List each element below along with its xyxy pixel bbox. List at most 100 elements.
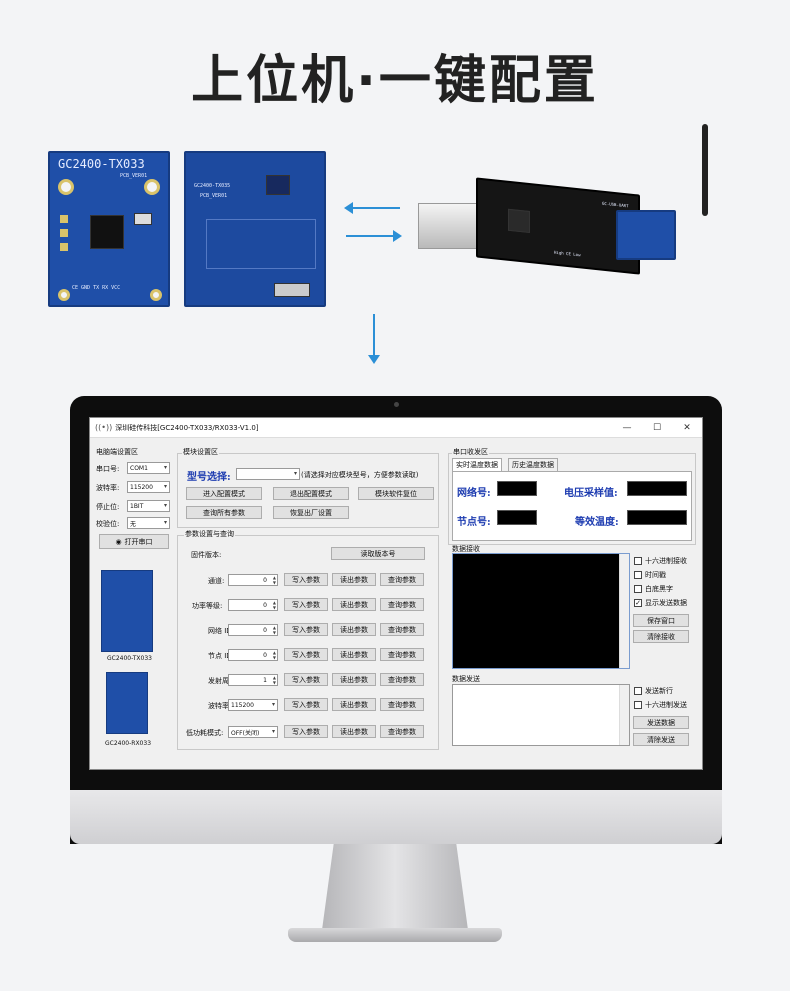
clear-receive-button[interactable]: 清除接收 xyxy=(633,630,689,643)
module1-sub: PCB_VER01 xyxy=(120,173,148,179)
read-param-button[interactable]: 读出参数 xyxy=(332,673,376,686)
show-sent-checkbox[interactable]: ✓显示发送数据 xyxy=(634,598,687,608)
read-version-button[interactable]: 读取版本号 xyxy=(331,547,425,560)
param-spinner[interactable]: 0▲▼ xyxy=(228,649,278,661)
hero-title: 上位机·一键配置 xyxy=(191,51,599,111)
read-param-button[interactable]: 读出参数 xyxy=(332,725,376,738)
close-button[interactable]: ✕ xyxy=(683,422,691,433)
module-board-tx035: GC2400-TX035 PCB_VER01 xyxy=(184,151,326,307)
write-param-button[interactable]: 写入参数 xyxy=(284,598,328,611)
timestamp-checkbox[interactable]: 时间戳 xyxy=(634,570,666,580)
tab-realtime-temp[interactable]: 实时温度数据 xyxy=(452,458,502,471)
baud-value: 115200 xyxy=(130,483,153,491)
parity-value: 无 xyxy=(130,520,137,528)
write-param-button[interactable]: 写入参数 xyxy=(284,648,328,661)
param-value: 0 xyxy=(263,626,267,634)
send-newline-checkbox[interactable]: 发送新行 xyxy=(634,686,673,696)
usb-chip xyxy=(508,208,530,234)
soft-reset-button[interactable]: 模块软件复位 xyxy=(358,487,434,500)
send-area[interactable] xyxy=(452,684,630,746)
checkbox-icon xyxy=(634,571,642,579)
send-button[interactable]: 发送数据 xyxy=(633,716,689,729)
read-param-button[interactable]: 读出参数 xyxy=(332,648,376,661)
title-bar: ((•)) 深圳硅传科技[GC2400-TX033/RX033-V1.0] — … xyxy=(90,418,702,438)
write-param-button[interactable]: 写入参数 xyxy=(284,573,328,586)
query-param-button[interactable]: 查询参数 xyxy=(380,623,424,636)
query-all-button[interactable]: 查询所有参数 xyxy=(186,506,262,519)
mount-hole xyxy=(58,289,70,301)
write-param-button[interactable]: 写入参数 xyxy=(284,673,328,686)
param-spinner[interactable]: 0▲▼ xyxy=(228,624,278,636)
antenna-trace xyxy=(206,219,316,269)
enter-config-button[interactable]: 进入配置模式 xyxy=(186,487,262,500)
parity-select[interactable]: 无▾ xyxy=(127,517,170,529)
chevron-down-icon: ▾ xyxy=(163,483,167,490)
hex-display-label: 十六进制接收 xyxy=(645,557,687,565)
write-param-button[interactable]: 写入参数 xyxy=(284,698,328,711)
clear-send-button[interactable]: 清除发送 xyxy=(633,733,689,746)
pin-pad xyxy=(60,229,68,237)
write-param-button[interactable]: 写入参数 xyxy=(284,725,328,738)
net-value-box xyxy=(497,481,537,496)
query-param-button[interactable]: 查询参数 xyxy=(380,725,424,738)
antenna-icon xyxy=(702,124,708,216)
stopbit-value: 1BIT xyxy=(130,502,144,510)
write-param-button[interactable]: 写入参数 xyxy=(284,623,328,636)
maximize-button[interactable]: ☐ xyxy=(652,422,662,433)
param-value: OFF(关闭) xyxy=(231,729,260,737)
serial-io-group xyxy=(448,453,696,545)
send-newline-label: 发送新行 xyxy=(645,687,673,695)
query-param-button[interactable]: 查询参数 xyxy=(380,698,424,711)
temp-label: 等效温度: xyxy=(575,517,619,528)
query-param-button[interactable]: 查询参数 xyxy=(380,648,424,661)
open-port-label: 打开串口 xyxy=(124,537,153,546)
app-window: ((•)) 深圳硅传科技[GC2400-TX033/RX033-V1.0] — … xyxy=(89,417,703,770)
port-select[interactable]: COM1▾ xyxy=(127,462,170,474)
module-caption-rx033: GC2400-RX033 xyxy=(105,740,152,747)
usb-module-board xyxy=(616,210,676,260)
params-group-label: 参数设置与查询 xyxy=(184,529,235,539)
module1-label: GC2400-TX033 xyxy=(58,157,145,171)
mount-hole xyxy=(58,179,74,195)
rf-chip xyxy=(266,175,290,195)
read-param-button[interactable]: 读出参数 xyxy=(332,598,376,611)
spinner-arrows-icon: ▲▼ xyxy=(272,600,276,610)
receive-scrollbar[interactable] xyxy=(619,554,629,668)
query-param-button[interactable]: 查询参数 xyxy=(380,673,424,686)
receive-area[interactable] xyxy=(452,553,630,669)
read-param-button[interactable]: 读出参数 xyxy=(332,623,376,636)
param-label: 波特率: xyxy=(208,702,232,710)
parity-label: 校验位: xyxy=(96,520,120,528)
model-select[interactable]: ▾ xyxy=(236,468,300,480)
chevron-down-icon: ▾ xyxy=(271,701,275,708)
stopbit-select[interactable]: 1BIT▾ xyxy=(127,500,170,512)
param-select[interactable]: 115200▾ xyxy=(228,699,278,711)
spinner-arrows-icon: ▲▼ xyxy=(272,675,276,685)
exit-config-button[interactable]: 退出配置模式 xyxy=(273,487,349,500)
stopbit-label: 停止位: xyxy=(96,503,120,511)
port-label: 串口号: xyxy=(96,465,120,473)
baud-select[interactable]: 115200 ▾ xyxy=(127,481,170,493)
open-port-button[interactable]: ◉打开串口 xyxy=(99,534,169,549)
param-spinner[interactable]: 0 ▲▼ xyxy=(228,574,278,586)
factory-reset-button[interactable]: 恢复出厂设置 xyxy=(273,506,349,519)
read-param-button[interactable]: 读出参数 xyxy=(332,698,376,711)
window-title: 深圳硅传科技[GC2400-TX033/RX033-V1.0] xyxy=(115,423,259,432)
param-select[interactable]: OFF(关闭)▾ xyxy=(228,726,278,738)
tab-history-temp[interactable]: 历史温度数据 xyxy=(508,458,558,471)
minimize-button[interactable]: — xyxy=(622,422,632,433)
param-spinner[interactable]: 0▲▼ xyxy=(228,599,278,611)
query-param-button[interactable]: 查询参数 xyxy=(380,573,424,586)
query-param-button[interactable]: 查询参数 xyxy=(380,598,424,611)
voltage-value-box xyxy=(627,481,687,496)
hex-send-checkbox[interactable]: 十六进制发送 xyxy=(634,700,687,710)
send-scrollbar[interactable] xyxy=(619,685,629,745)
model-hint: (请选择对应模块型号，方便参数读取) xyxy=(301,471,419,479)
save-window-button[interactable]: 保存窗口 xyxy=(633,614,689,627)
spinner-arrows-icon: ▲▼ xyxy=(272,575,276,585)
param-value: 0 xyxy=(263,576,267,584)
hex-display-checkbox[interactable]: 十六进制接收 xyxy=(634,556,687,566)
param-spinner[interactable]: 1▲▼ xyxy=(228,674,278,686)
read-param-button[interactable]: 读出参数 xyxy=(332,573,376,586)
white-bg-checkbox[interactable]: 白底黑字 xyxy=(634,584,673,594)
